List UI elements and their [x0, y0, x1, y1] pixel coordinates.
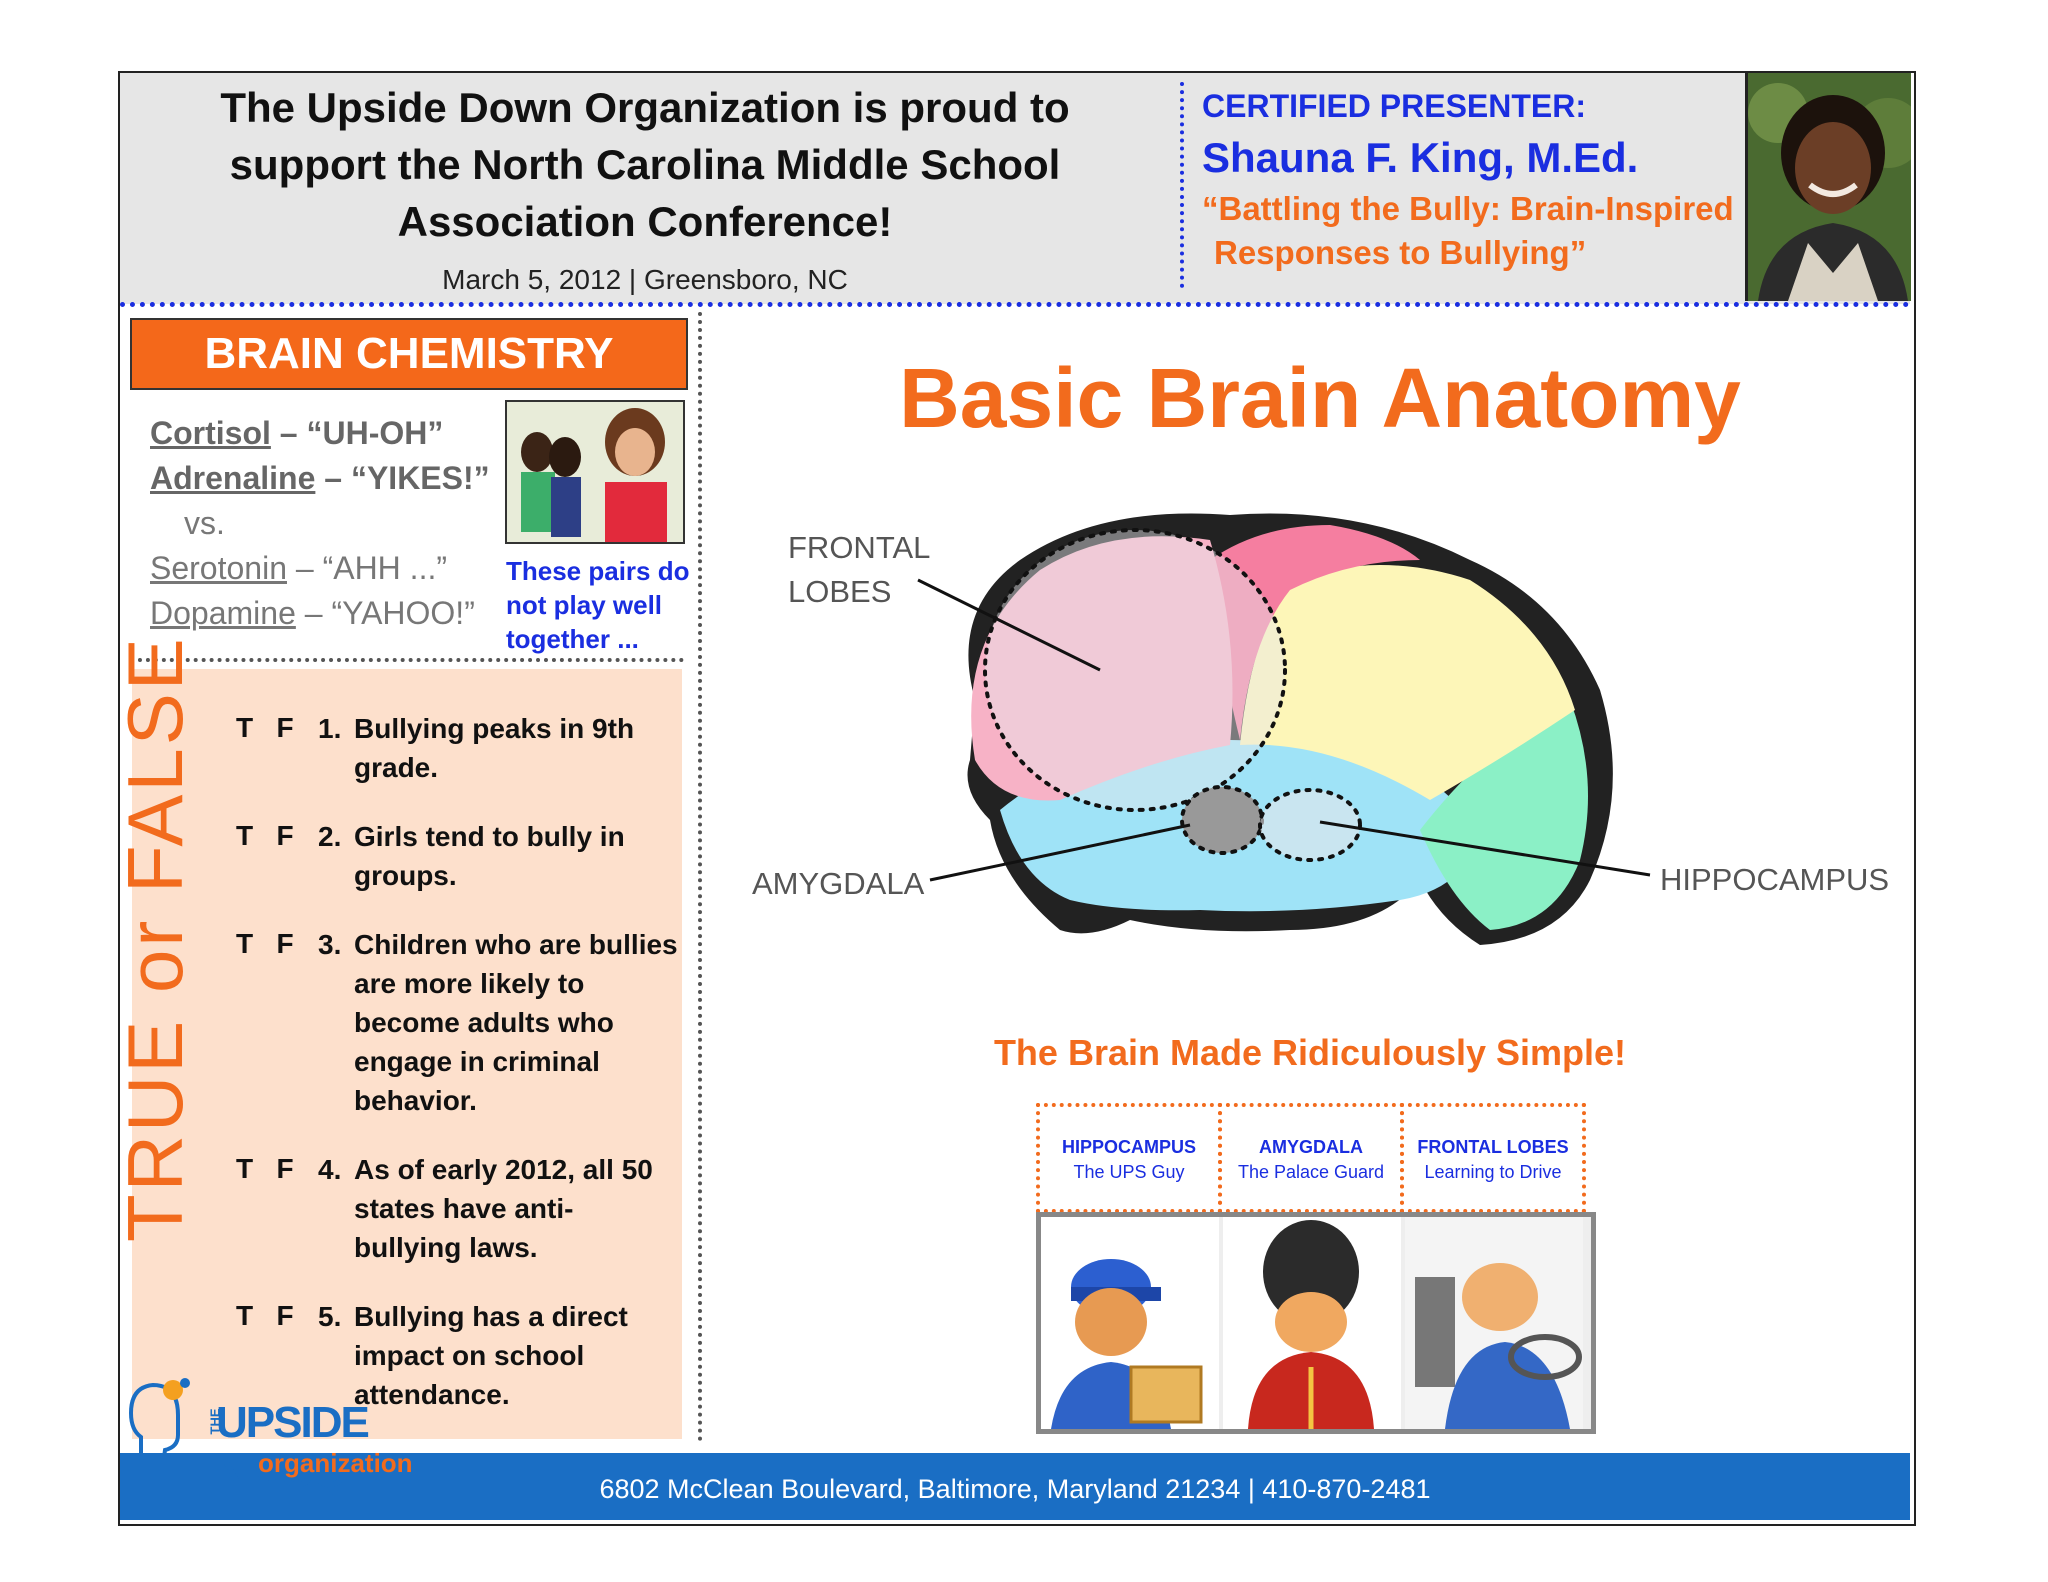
upside-down-logo: THE UPSIDE NMOQ organization — [118, 1370, 438, 1497]
frontal-lobe — [971, 536, 1233, 801]
header-dotted-rule — [120, 302, 1910, 307]
girls-photo — [505, 400, 685, 544]
chem-vs: vs. — [184, 505, 225, 541]
header-title-line3: Association Conference! — [397, 198, 893, 245]
logo-main: UPSIDE NMOQ — [216, 1398, 370, 1497]
header-title-line2: support the North Carolina Middle School — [229, 141, 1061, 188]
label-hippocampus: HIPPOCAMPUS — [1660, 862, 1890, 897]
label-amygdala: AMYGDALA — [752, 866, 925, 901]
chem-item-adrenaline: Adrenaline – “YIKES!” — [150, 460, 490, 496]
question-2: 2.Girls tend to bully in groups. — [318, 821, 625, 891]
chem-item-dopamine: Dopamine – “YAHOO!” — [150, 595, 475, 631]
question-1: 1.Bullying peaks in 9th grade. — [318, 713, 635, 783]
hippocampus-highlight — [1258, 788, 1362, 862]
header-divider — [1180, 82, 1184, 288]
question-5: 5.Bullying has a direct impact on school… — [318, 1301, 628, 1410]
frontal-pointer — [917, 578, 1101, 672]
tf-marks-2: T F — [236, 820, 294, 851]
question-4: 4.As of early 2012, all 50 states have a… — [318, 1154, 653, 1263]
driver-picture — [1405, 1217, 1583, 1429]
tf-marks-5: T F — [236, 1300, 294, 1331]
date-location: March 5, 2012 | Greensboro, NC — [442, 264, 848, 295]
anatomy-title: Basic Brain Anatomy — [899, 351, 1741, 445]
ups-guy-picture — [1041, 1217, 1219, 1429]
header-title-line1: The Upside Down Organization is proud to — [220, 84, 1070, 131]
pairs-note-line1: These pairs do — [506, 556, 690, 586]
simple-heading: The Brain Made Ridiculously Simple! — [993, 1032, 1627, 1073]
brain-chemistry-heading: BRAIN CHEMISTRY — [130, 318, 688, 390]
footer-band — [120, 1453, 1910, 1520]
hippocampus-pointer — [1319, 820, 1651, 877]
header-band — [120, 73, 1910, 304]
motor-strip — [1210, 525, 1420, 740]
true-false-panel — [132, 669, 682, 1439]
amygdala-highlight — [1180, 785, 1264, 855]
pairs-note-line3: together ... — [506, 624, 639, 654]
parietal-lobe — [1240, 565, 1575, 800]
left-dotted-rule — [130, 658, 684, 662]
certified-label: CERTIFIED PRESENTER: — [1202, 88, 1587, 124]
brain-diagram — [917, 513, 1651, 945]
palace-guard-picture — [1223, 1217, 1401, 1429]
tf-marks-4: T F — [236, 1153, 294, 1184]
presenter-name: Shauna F. King, M.Ed. — [1202, 134, 1639, 181]
occipital-lobe — [1420, 700, 1588, 930]
true-false-title: TRUE or FALSE — [111, 635, 199, 1242]
presenter-photo — [1745, 73, 1911, 301]
chem-item-cortisol: Cortisol – “UH-OH” — [150, 415, 444, 451]
column-divider — [698, 312, 702, 1442]
pairs-note-line2: not play well — [506, 590, 663, 620]
footer-address: 6802 McClean Boulevard, Baltimore, Maryl… — [599, 1474, 1431, 1504]
talk-title-line2: Responses to Bullying” — [1214, 234, 1587, 271]
character-pictures — [1036, 1212, 1596, 1434]
question-3: 3.Children who are bullies are more like… — [318, 929, 678, 1116]
amygdala-pointer — [929, 823, 1191, 882]
head-logo-icon — [128, 1378, 190, 1467]
logo-sub: organization — [258, 1448, 413, 1478]
frontal-highlight — [983, 528, 1287, 812]
tf-marks-3: T F — [236, 928, 294, 959]
chem-item-serotonin: Serotonin – “AHH ...” — [150, 550, 447, 586]
talk-title-line1: “Battling the Bully: Brain-Inspired — [1202, 190, 1734, 227]
tf-marks-1: T F — [236, 712, 294, 743]
